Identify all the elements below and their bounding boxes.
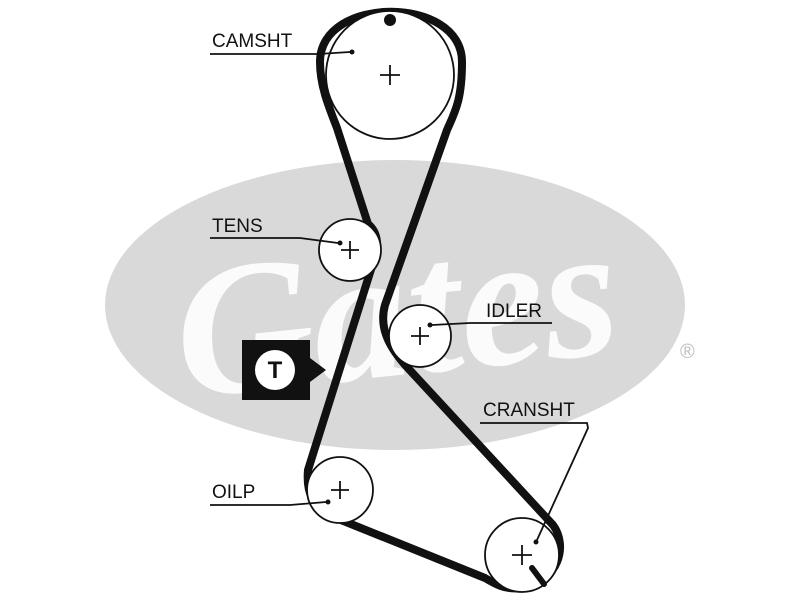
watermark-text: Gates bbox=[165, 184, 628, 439]
camshaft-leader-line bbox=[210, 51, 351, 55]
camshaft-leader-dot bbox=[349, 49, 355, 55]
tensioner-pulley bbox=[318, 218, 382, 282]
idler-pulley bbox=[388, 304, 452, 368]
crankshaft-pulley bbox=[484, 517, 560, 593]
idler-callout: IDLER bbox=[427, 301, 552, 328]
tension-marker: T bbox=[242, 340, 326, 400]
crankshaft-leader-line bbox=[480, 422, 589, 541]
gates-watermark: Gates ® bbox=[105, 160, 695, 450]
camshaft-pulley bbox=[325, 10, 455, 140]
idler-label: IDLER bbox=[486, 301, 542, 322]
idler-leader-dot bbox=[427, 322, 433, 328]
oil-pump-pulley bbox=[306, 456, 374, 524]
tension-marker-letter: T bbox=[268, 357, 283, 384]
crankshaft-label: CRANSHT bbox=[483, 400, 575, 421]
crankshaft-callout: CRANSHT bbox=[480, 400, 589, 545]
tensioner-label: TENS bbox=[212, 216, 263, 237]
camshaft-timing-dot bbox=[384, 14, 396, 26]
tensioner-callout: TENS bbox=[210, 216, 343, 246]
watermark-registered-mark: ® bbox=[680, 341, 695, 363]
camshaft-callout: CAMSHT bbox=[210, 31, 355, 55]
tension-marker-circle bbox=[255, 350, 295, 390]
oil-pump-callout: OILP bbox=[210, 482, 331, 506]
oil-pump-label: OILP bbox=[212, 482, 255, 503]
idler-leader-line bbox=[431, 322, 552, 326]
oil-pump-leader-dot bbox=[325, 499, 331, 505]
camshaft-label: CAMSHT bbox=[212, 31, 293, 52]
crankshaft-timing-mark bbox=[529, 565, 547, 587]
tensioner-leader-line bbox=[210, 237, 339, 244]
tensioner-leader-dot bbox=[337, 240, 343, 246]
oil-pump-leader-line bbox=[210, 501, 327, 506]
crankshaft-leader-dot bbox=[533, 539, 539, 545]
